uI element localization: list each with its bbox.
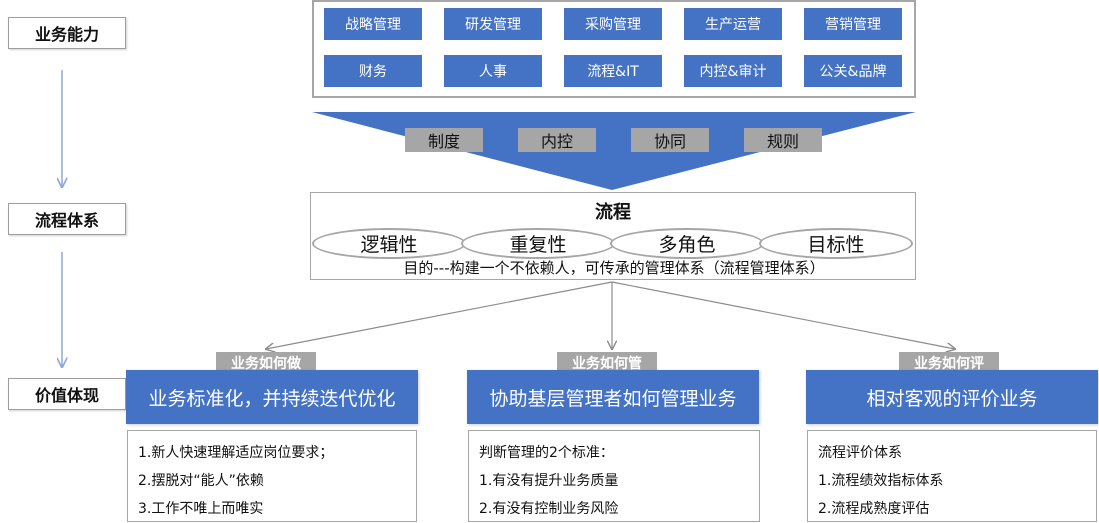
funnel-tag-collaboration: 协同 bbox=[631, 128, 709, 152]
process-title: 流程 bbox=[595, 202, 631, 223]
capability-strategy-management: 战略管理 bbox=[324, 8, 422, 40]
value-tag-how-to-do: 业务如何做 bbox=[216, 352, 316, 374]
value-detail-line: 3.工作不唯上而唯实 bbox=[138, 501, 264, 517]
label-business-capability: 业务能力 bbox=[8, 17, 126, 49]
trait-multi-role: 多角色 bbox=[610, 228, 764, 259]
value-detail-objective-evaluation: 流程评价体系 1.流程绩效指标体系 2.流程成熟度评估 bbox=[807, 430, 1097, 522]
value-detail-line: 判断管理的2个标准： bbox=[479, 445, 614, 461]
arrow-process-to-value-left bbox=[266, 281, 613, 349]
value-title-frontline-management: 协助基层管理者如何管理业务 bbox=[467, 370, 759, 424]
capability-hr: 人事 bbox=[444, 55, 542, 87]
capability-rnd-management: 研发管理 bbox=[444, 8, 542, 40]
funnel-shape bbox=[312, 112, 916, 190]
capability-marketing-management: 营销管理 bbox=[804, 8, 902, 40]
value-detail-standardize: 1.新人快速理解适应岗位要求； 2.摆脱对“能人”依赖 3.工作不唯上而唯实 bbox=[127, 430, 417, 522]
value-detail-line: 1.有没有提升业务质量 bbox=[479, 473, 619, 489]
value-detail-line: 2.有没有控制业务风险 bbox=[479, 501, 619, 517]
value-detail-line: 1.新人快速理解适应岗位要求； bbox=[138, 445, 334, 461]
value-detail-line: 1.流程绩效指标体系 bbox=[818, 473, 944, 489]
capability-procurement-management: 采购管理 bbox=[564, 8, 662, 40]
capability-process-it: 流程&IT bbox=[564, 55, 662, 87]
value-tag-how-to-evaluate: 业务如何评 bbox=[899, 352, 999, 374]
process-purpose: 目的---构建一个不依赖人，可传承的管理体系（流程管理体系） bbox=[403, 259, 825, 277]
label-process-system: 流程体系 bbox=[8, 203, 126, 235]
capability-production-operations: 生产运营 bbox=[684, 8, 782, 40]
trait-logic: 逻辑性 bbox=[312, 228, 466, 259]
label-value-realization: 价值体现 bbox=[8, 378, 126, 410]
trait-goal-oriented: 目标性 bbox=[759, 228, 913, 259]
capability-internal-control-audit: 内控&审计 bbox=[684, 55, 782, 87]
value-tag-how-to-manage: 业务如何管 bbox=[557, 352, 657, 374]
value-detail-line: 2.摆脱对“能人”依赖 bbox=[138, 473, 264, 489]
value-detail-line: 2.流程成熟度评估 bbox=[818, 501, 930, 517]
value-detail-line: 流程评价体系 bbox=[818, 445, 902, 461]
funnel-tag-rules: 规则 bbox=[744, 128, 822, 152]
capability-finance: 财务 bbox=[324, 55, 422, 87]
capability-pr-brand: 公关&品牌 bbox=[804, 55, 902, 87]
arrow-process-to-value-right bbox=[611, 281, 955, 349]
value-detail-frontline-management: 判断管理的2个标准： 1.有没有提升业务质量 2.有没有控制业务风险 bbox=[468, 430, 760, 522]
trait-repeatability: 重复性 bbox=[461, 228, 615, 259]
value-title-objective-evaluation: 相对客观的评价业务 bbox=[806, 370, 1098, 424]
funnel-tag-policy: 制度 bbox=[405, 128, 483, 152]
value-title-standardize: 业务标准化，并持续迭代优化 bbox=[126, 370, 418, 424]
funnel-tag-internal-control: 内控 bbox=[518, 128, 596, 152]
